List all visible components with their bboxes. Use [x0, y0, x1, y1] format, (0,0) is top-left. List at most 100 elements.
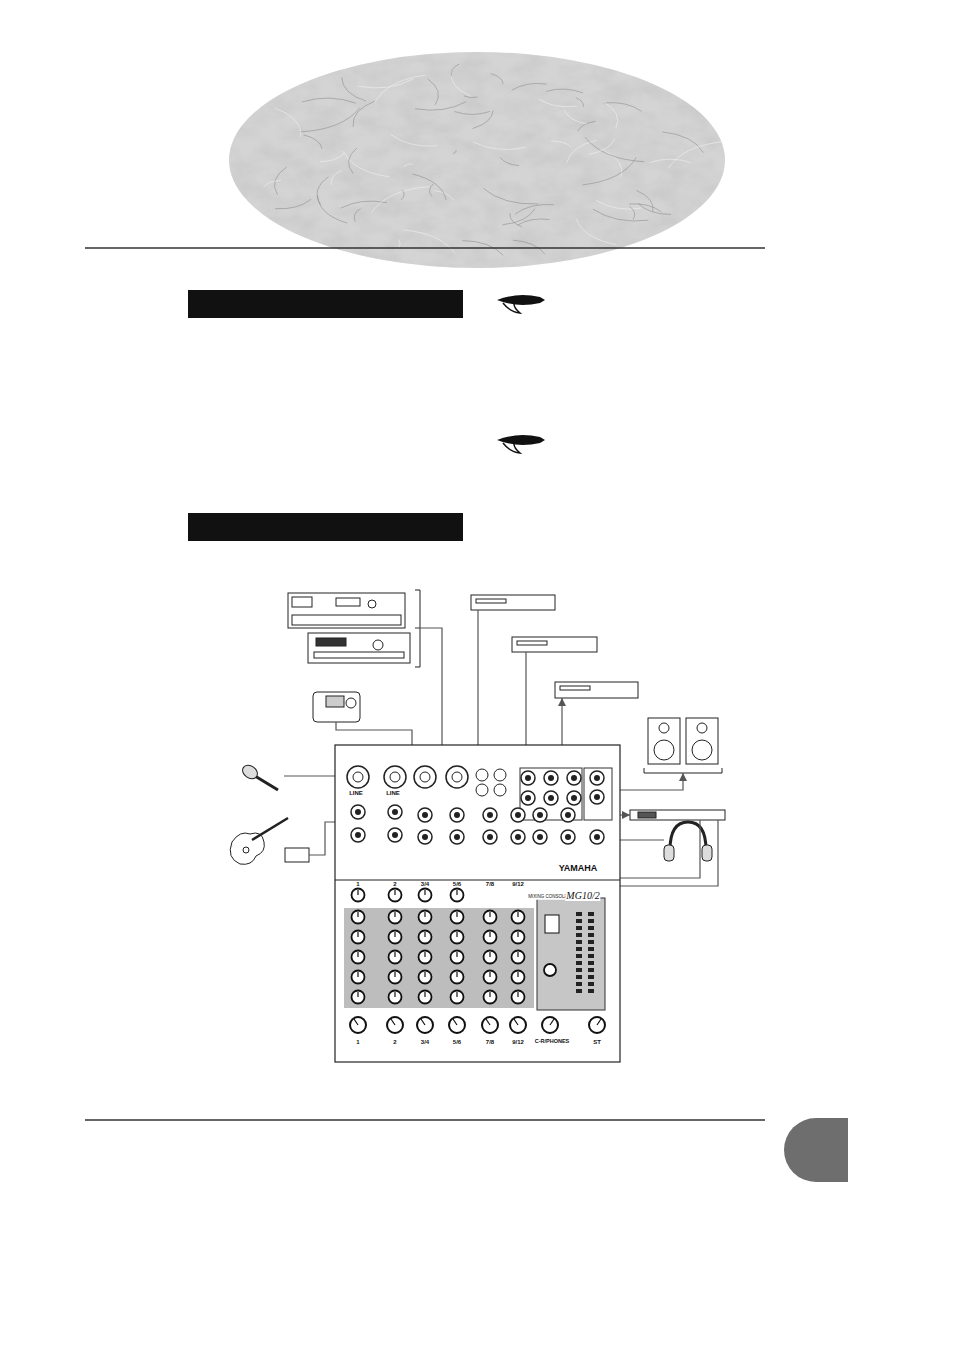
knob-pointer [489, 952, 490, 957]
jack [544, 771, 558, 785]
jack-hole [565, 812, 571, 818]
knob-pointer [486, 1019, 490, 1025]
channel-number: 3/4 [421, 881, 429, 887]
control-knob [512, 911, 525, 924]
knob-pointer [424, 890, 425, 895]
paper-fibre [451, 64, 459, 76]
knob-pointer [456, 912, 457, 917]
jack [511, 808, 525, 822]
jack-hole [537, 834, 543, 840]
mixer-controls [347, 766, 605, 1033]
paper-fibre [301, 108, 360, 132]
channel-number: 9/12 [512, 1039, 524, 1045]
paper-fibre [341, 201, 387, 208]
page-tab [784, 1118, 848, 1182]
control-knob [352, 931, 365, 944]
jack [590, 790, 604, 804]
paper-fibre [358, 79, 413, 88]
control-knob [419, 889, 432, 902]
meter-led [588, 912, 594, 916]
mixer-body [335, 745, 620, 1062]
channel-number: 7/8 [486, 1039, 494, 1045]
knob-pointer [357, 952, 358, 957]
paper-fibre [375, 75, 426, 103]
control-knob [352, 951, 365, 964]
knob-pointer [517, 952, 518, 957]
paper-fibre [415, 102, 466, 110]
paper-fibre [513, 240, 545, 254]
paper-fibre [331, 170, 341, 185]
control-knob [484, 971, 497, 984]
rca-jack [494, 769, 506, 781]
jack-hole [487, 812, 493, 818]
paper-fibre [264, 180, 281, 187]
xlr-jack [446, 766, 468, 788]
meter-panel [537, 898, 605, 1010]
jack-hole [454, 834, 460, 840]
control-knob [512, 931, 525, 944]
meter-led [588, 989, 594, 993]
paper-fibre [638, 203, 671, 214]
meter-led [576, 954, 582, 958]
paper-fibre [451, 71, 471, 96]
knob-pointer [517, 972, 518, 977]
jack-label: LINE [386, 790, 400, 796]
paper-fibre [464, 96, 478, 98]
control-knob [389, 951, 402, 964]
paper-fibre [304, 135, 323, 149]
jack-hole [355, 832, 361, 838]
paper-fibre [582, 157, 636, 185]
paper-fibre [630, 206, 635, 219]
jack [351, 805, 365, 819]
jack-hole [594, 834, 600, 840]
paper-fibre [512, 83, 547, 90]
xlr-jack-inner [452, 772, 462, 782]
jack-hole [392, 832, 398, 838]
control-knob [389, 931, 402, 944]
control-knob [451, 991, 464, 1004]
meter-led [576, 940, 582, 944]
jack-hole [565, 834, 571, 840]
paper-fibre [473, 142, 526, 150]
level-knob [589, 1017, 605, 1033]
knob-pointer [514, 1019, 518, 1025]
control-knob [352, 991, 365, 1004]
paper-fibre [455, 111, 490, 114]
knob-pointer [357, 890, 358, 895]
paper-fibre [430, 184, 434, 197]
xlr-jack-inner [390, 772, 400, 782]
control-knob [484, 951, 497, 964]
paper-fibre [593, 209, 648, 221]
knob-pointer [394, 952, 395, 957]
jack [450, 808, 464, 822]
rule-line [85, 1119, 765, 1121]
knob-pointer [357, 932, 358, 937]
knob-pointer [394, 992, 395, 997]
paper-fibre [576, 219, 616, 245]
control-knob [451, 951, 464, 964]
knob-pointer [456, 932, 457, 937]
level-knob [350, 1017, 366, 1033]
knob-pointer [453, 1019, 457, 1025]
jack-hole [548, 795, 554, 801]
control-knob [419, 971, 432, 984]
control-knob [512, 991, 525, 1004]
channel-number: 5/6 [453, 1039, 461, 1045]
control-knob [352, 911, 365, 924]
paper-fibre [302, 98, 356, 103]
channel-number: 2 [393, 881, 396, 887]
meter-led [588, 933, 594, 937]
meter-led [588, 947, 594, 951]
xlr-jack-inner [420, 772, 430, 782]
jack-hole [548, 775, 554, 781]
jack-hole [594, 794, 600, 800]
meter-led [588, 954, 594, 958]
heading-bar [188, 513, 463, 541]
control-knob [512, 951, 525, 964]
jack [567, 791, 581, 805]
control-knob [419, 911, 432, 924]
jack [561, 808, 575, 822]
rca-jack [476, 769, 488, 781]
control-knob [419, 951, 432, 964]
control-knob [352, 889, 365, 902]
